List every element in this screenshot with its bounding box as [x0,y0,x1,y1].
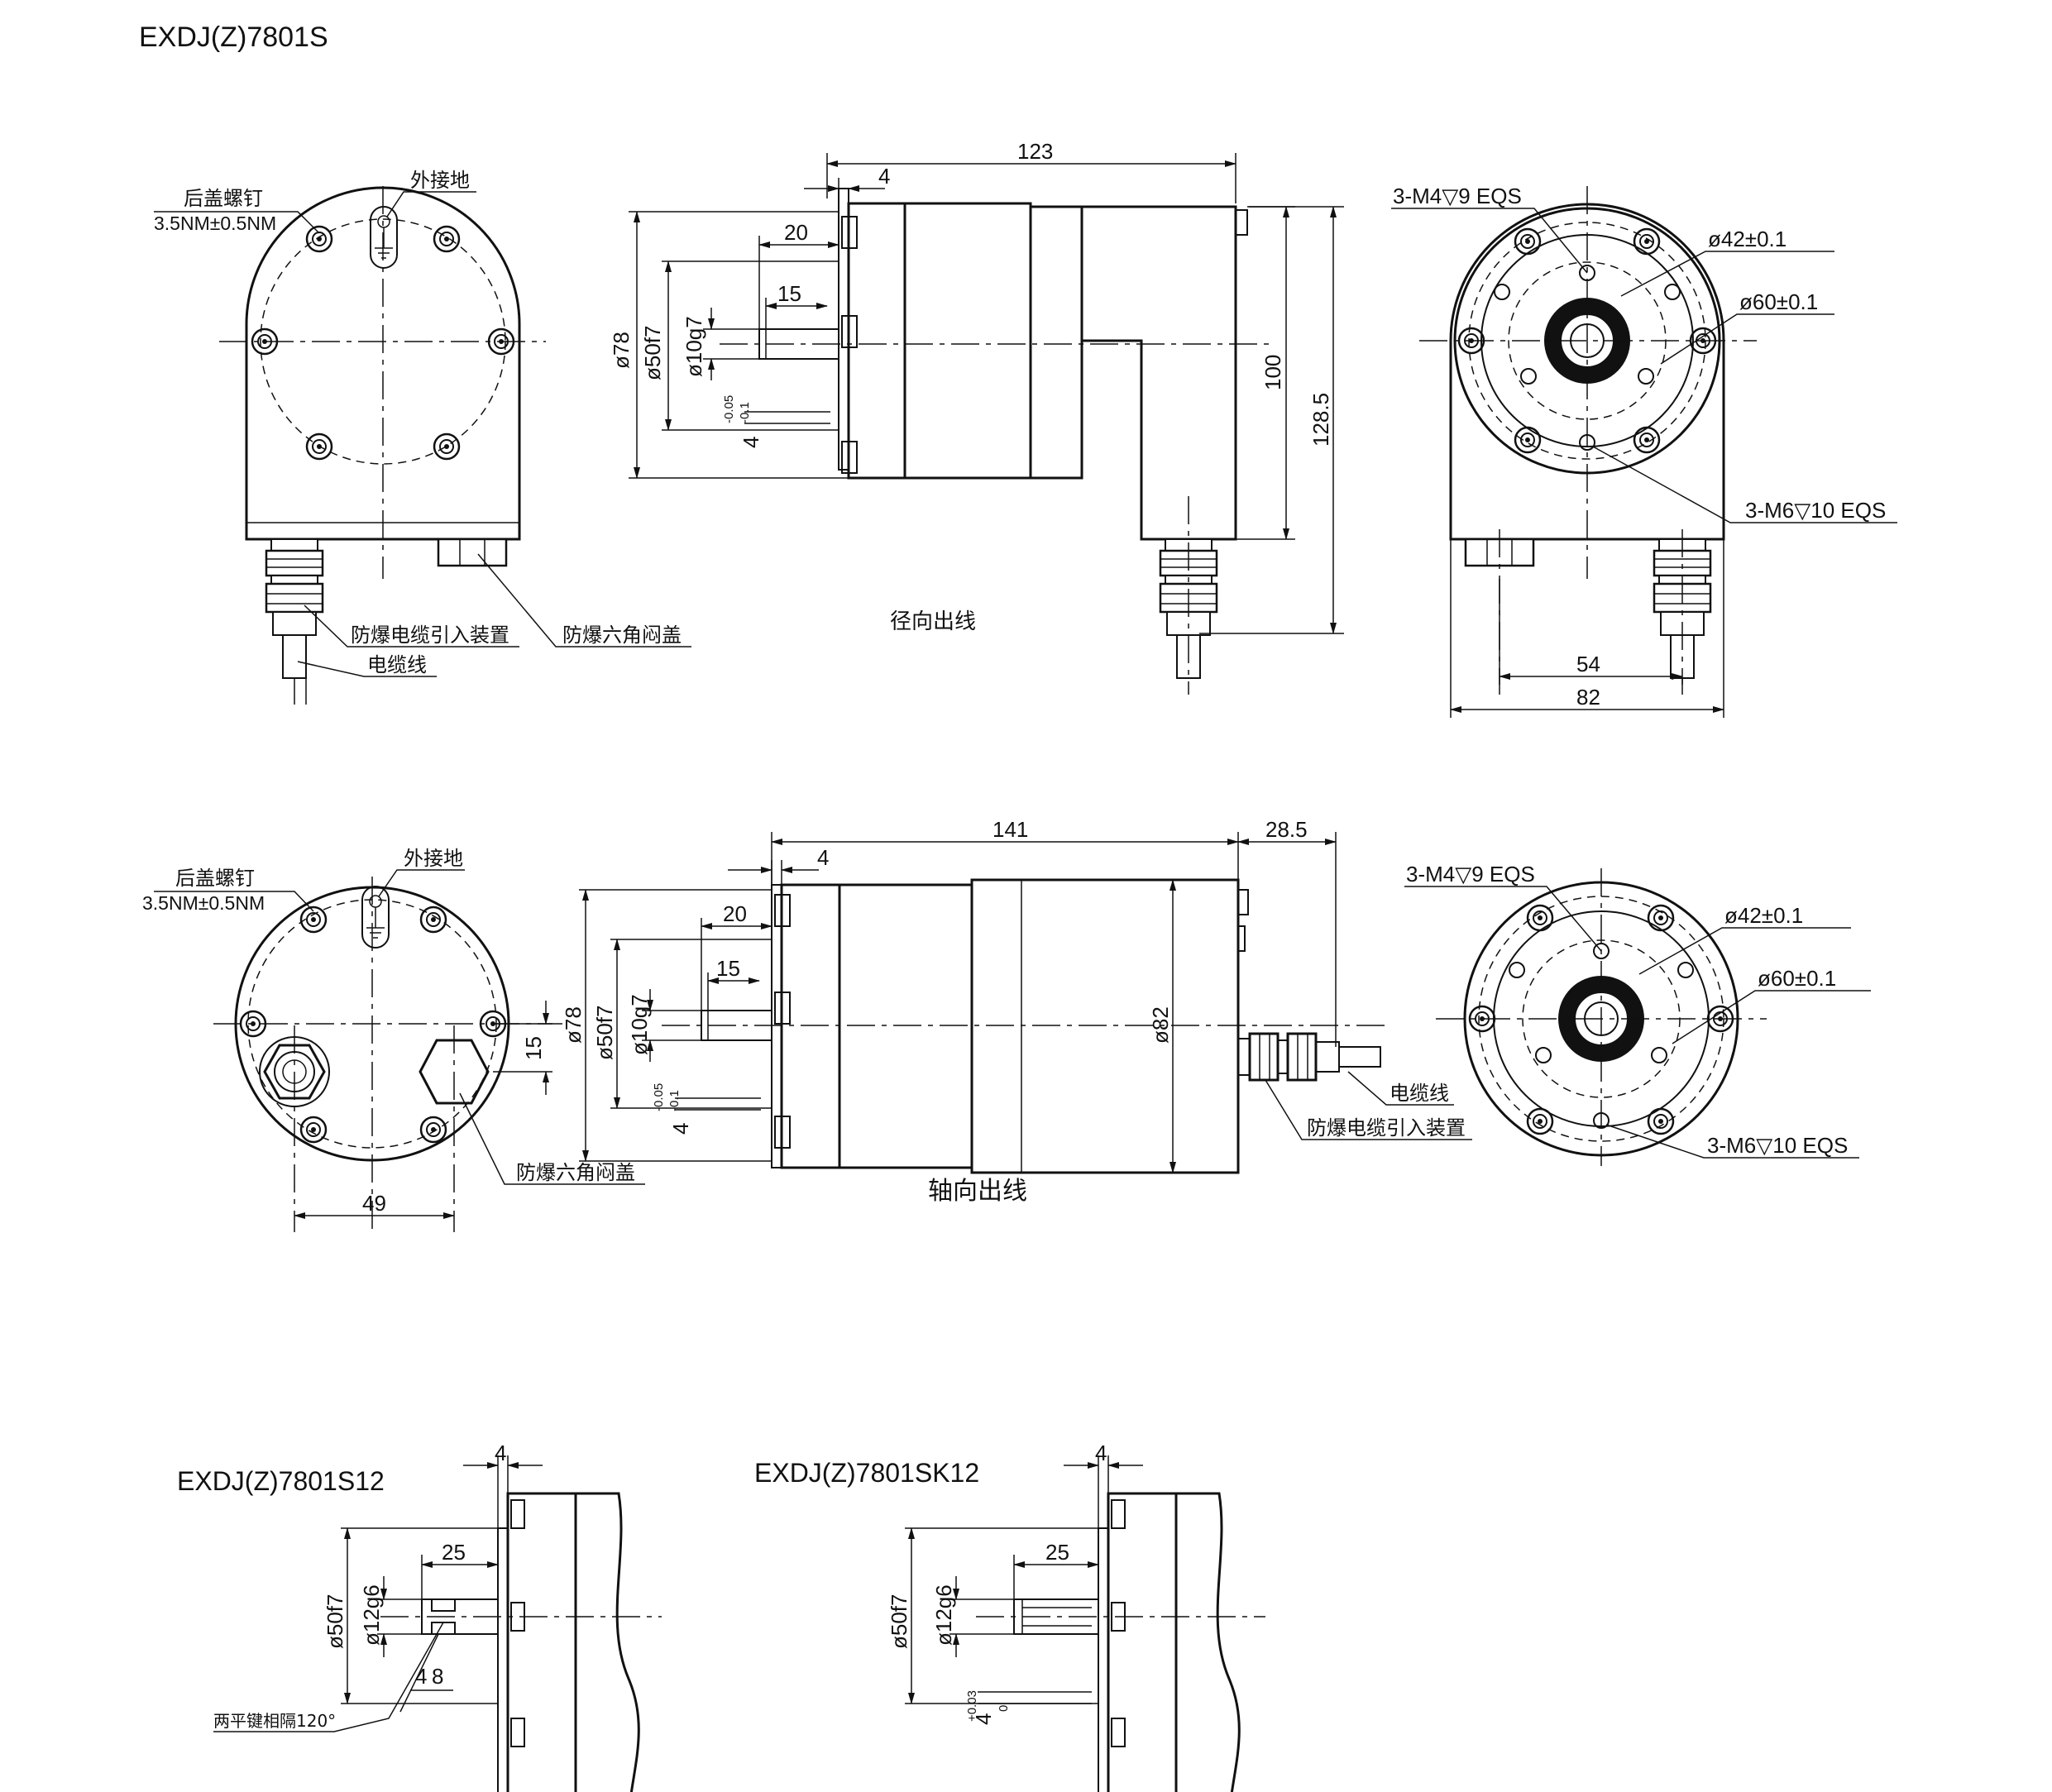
dim-tol-lo: -0.1 [738,402,752,423]
detail-s12: EXDJ(Z)7801S12 4 25 ø50f7 ø12g6 4 8 [177,1441,662,1792]
s12-d12: ø12g6 [359,1584,384,1646]
dim-d10: ø10g7 [627,994,652,1055]
side-view-radial: 径向出线 123 4 20 15 ø78 ø50f7 ø10g7 [609,139,1344,695]
rear-view-radial: 后盖螺钉 3.5NM±0.5NM 外接地 防爆电缆引入装置 防爆六角闷盖 电缆线 [154,169,691,705]
m6-thread-label: 3-M6▽10 EQS [1745,498,1886,523]
hex-plug-label: 防爆六角闷盖 [516,1161,635,1184]
hex-plug-icon [437,538,508,567]
rear-screw-icon [305,432,333,461]
front-view-axial: 3-M4▽9 EQS ø42±0.1 ø60±0.1 3-M6▽10 EQS [1404,862,1871,1166]
dim-28-5: 28.5 [1265,817,1308,842]
dim-20: 20 [784,220,808,245]
m4-thread-label: 3-M4▽9 EQS [1406,862,1535,886]
dim-49: 49 [362,1191,386,1216]
dim-100: 100 [1260,355,1285,390]
hex-plug-icon [419,1039,490,1105]
front-view-radial: 3-M4▽9 EQS ø42±0.1 ø60±0.1 3-M6▽10 EQS 5… [1391,184,1897,718]
cable-label: 电缆线 [367,653,427,676]
sk12-dim-25: 25 [1045,1540,1069,1565]
cable-gland-label: 防爆电缆引入装置 [351,624,509,647]
detail-sk12: EXDJ(Z)7801SK12 4 25 ø50f7 ø12g6 4 [754,1441,1265,1792]
dim-d50: ø50f7 [592,1006,617,1061]
dim-d78: ø78 [609,332,634,369]
cable-gland-icon [1237,1032,1381,1082]
ground-label: 外接地 [410,169,470,192]
d42-label: ø42±0.1 [1708,227,1787,251]
rear-screw-icon [305,225,333,253]
dim-82: 82 [1576,685,1600,710]
dim-d50: ø50f7 [640,326,665,381]
s12-dim-key-4: 4 [415,1664,427,1689]
sk12-d50: ø50f7 [887,1594,911,1650]
dim-tol-lo: -0.1 [667,1090,682,1111]
two-keys-label: 两平键相隔120° [213,1711,336,1731]
dim-d10: ø10g7 [682,316,706,377]
cable-label: 电缆线 [1390,1082,1449,1105]
sk12-title: EXDJ(Z)7801SK12 [754,1458,979,1488]
s12-d50: ø50f7 [323,1594,347,1650]
ground-terminal-icon [361,886,390,949]
ground-label: 外接地 [404,847,463,870]
dim-15-offset: 15 [521,1036,546,1060]
dim-4: 4 [817,845,829,870]
m6-thread-label: 3-M6▽10 EQS [1707,1133,1848,1158]
rear-screw-icon [433,432,461,461]
dim-123: 123 [1017,139,1053,164]
sk12-dim-4: 4 [1095,1441,1107,1465]
side-view-axial: 轴向出线 电缆线 防爆电缆引入装置 141 28.5 4 20 15 ø78 [561,817,1472,1206]
dim-15: 15 [716,956,740,981]
dim-54: 54 [1576,652,1600,676]
torque-label: 3.5NM±0.5NM [154,213,276,234]
d42-label: ø42±0.1 [1724,903,1803,928]
rear-view-axial: 后盖螺钉 3.5NM±0.5NM 外接地 防爆六角闷盖 15 49 [142,847,645,1232]
cable-gland-icon [265,538,324,680]
rear-housing-outline [245,186,521,541]
cable-gland-label: 防爆电缆引入装置 [1307,1116,1466,1140]
m4-thread-label: 3-M4▽9 EQS [1393,184,1522,208]
sk12-d12: ø12g6 [931,1584,956,1646]
dim-128-5: 128.5 [1308,393,1333,447]
dim-key-width: 4 [739,437,763,448]
s12-title: EXDJ(Z)7801S12 [177,1466,385,1496]
dim-4: 4 [878,164,890,189]
dim-tol-hi: -0.05 [722,395,736,423]
sk12-key-width: 4 [971,1713,996,1725]
hex-plug-label: 防爆六角闷盖 [562,624,682,647]
sk12-tol-lo: 0 [997,1705,1011,1712]
ground-terminal-icon [370,206,398,269]
dim-15: 15 [777,281,801,306]
torque-label: 3.5NM±0.5NM [142,892,265,914]
dim-20: 20 [723,901,747,926]
rear-screw-label: 后盖螺钉 [175,867,255,890]
rear-screw-label: 后盖螺钉 [184,187,263,210]
front-housing-outline [1449,203,1725,541]
d60-label: ø60±0.1 [1758,966,1836,991]
main-title: EXDJ(Z)7801S [139,22,328,53]
dim-d78: ø78 [561,1006,586,1044]
sk12-tol-hi: +0.03 [965,1690,979,1722]
dim-d82: ø82 [1148,1006,1173,1044]
rear-screw-icon [433,225,461,253]
s12-dim-4: 4 [495,1441,506,1465]
radial-caption: 径向出线 [890,609,976,634]
dim-tol-hi: -0.05 [652,1083,666,1111]
dim-141: 141 [993,817,1028,842]
s12-dim-key-8: 8 [432,1664,443,1689]
d60-label: ø60±0.1 [1739,289,1818,314]
axial-caption: 轴向出线 [928,1177,1027,1206]
dim-key-width: 4 [668,1123,693,1135]
s12-dim-25: 25 [442,1540,466,1565]
